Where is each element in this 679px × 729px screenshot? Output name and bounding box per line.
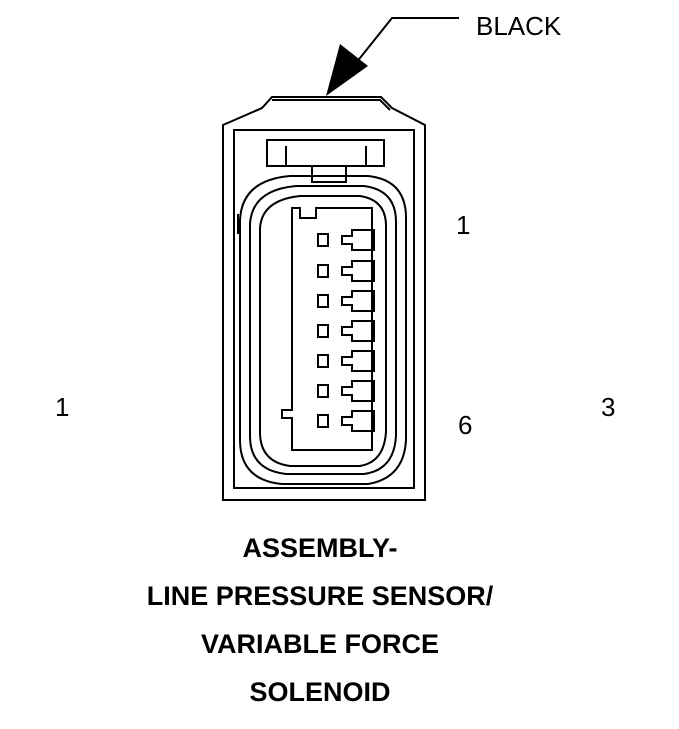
- terminal-2: [317, 260, 375, 282]
- side-label-left: 1: [55, 392, 70, 422]
- pin-label-bottom: 6: [458, 410, 473, 440]
- terminal-3: [317, 290, 375, 312]
- connector-plug: [237, 175, 407, 485]
- pin-label-top: 1: [456, 210, 471, 240]
- color-label-black: BLACK: [476, 11, 562, 41]
- terminal-cavity: [281, 207, 373, 451]
- connector-latch: [266, 139, 385, 183]
- side-label-right: 3: [601, 392, 616, 422]
- caption-line-2: LINE PRESSURE SENSOR/: [146, 581, 494, 611]
- color-callout-leader: [351, 17, 459, 69]
- terminal-pins: [317, 229, 375, 432]
- terminal-6: [317, 380, 375, 402]
- caption-line-1: ASSEMBLY-: [242, 533, 398, 563]
- callout-arrowhead: [326, 44, 368, 96]
- terminal-1: [317, 229, 375, 251]
- caption-line-4: SOLENOID: [249, 677, 391, 707]
- terminal-4: [317, 320, 375, 342]
- terminal-7: [317, 410, 375, 432]
- connector-housing: [222, 96, 426, 501]
- caption-line-3: VARIABLE FORCE: [200, 629, 439, 659]
- terminal-5: [317, 350, 375, 372]
